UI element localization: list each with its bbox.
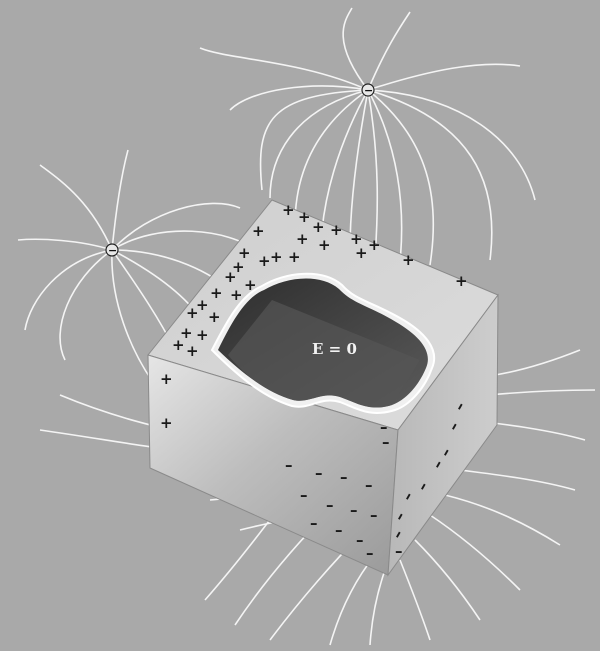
minus-charge-mark: –: [350, 501, 358, 519]
induced-positive-charges: ++++++++++++++++++++++++++++++: [160, 201, 468, 432]
plus-charge-mark: +: [368, 236, 381, 254]
plus-charge-mark: +: [298, 208, 311, 226]
minus-charge-mark: –: [335, 521, 343, 539]
plus-charge-mark: +: [160, 414, 173, 432]
plus-charge-mark: +: [312, 218, 325, 236]
minus-charge-mark: –: [366, 544, 374, 562]
plus-charge-mark: +: [180, 324, 193, 342]
point-charge-top-sign: −: [364, 84, 373, 97]
point-charge-left-sign: −: [108, 244, 117, 257]
minus-charge-mark: –: [356, 531, 364, 549]
plus-charge-mark: +: [208, 308, 221, 326]
plus-charge-mark: +: [258, 252, 271, 270]
minus-charge-mark: –: [326, 496, 334, 514]
plus-charge-mark: +: [224, 268, 237, 286]
plus-charge-mark: +: [230, 286, 243, 304]
plus-charge-mark: +: [160, 370, 173, 388]
plus-charge-mark: +: [210, 284, 223, 302]
plus-charge-mark: +: [244, 276, 257, 294]
plus-charge-mark: +: [282, 201, 295, 219]
plus-charge-mark: +: [186, 304, 199, 322]
point-charge-left: −: [105, 243, 119, 257]
minus-charge-mark: –: [370, 506, 378, 524]
plus-charge-mark: +: [455, 272, 468, 290]
plus-charge-mark: +: [288, 248, 301, 266]
minus-charge-mark: –: [310, 514, 318, 532]
plus-charge-mark: +: [355, 244, 368, 262]
point-charge-top: −: [361, 83, 375, 97]
minus-charge-mark: –: [380, 418, 388, 436]
plus-charge-mark: +: [330, 221, 343, 239]
minus-charge-mark: –: [315, 464, 323, 482]
plus-charge-mark: +: [350, 230, 363, 248]
plus-charge-mark: +: [186, 342, 199, 360]
minus-charge-mark: –: [285, 456, 293, 474]
conductor-right-face: [387, 293, 499, 577]
plus-charge-mark: +: [402, 251, 415, 269]
plus-charge-mark: +: [270, 248, 283, 266]
plus-charge-mark: +: [252, 222, 265, 240]
plus-charge-mark: +: [318, 236, 331, 254]
plus-charge-mark: +: [232, 258, 245, 276]
plus-charge-mark: +: [196, 296, 209, 314]
cavity-inner-floor: [228, 300, 420, 408]
minus-charge-mark: –: [300, 486, 308, 504]
minus-charge-mark: –: [340, 468, 348, 486]
minus-charge-mark: –: [365, 476, 373, 494]
field-zero-label: E = 0: [312, 340, 357, 358]
plus-charge-mark: +: [296, 230, 309, 248]
minus-charge-mark: –: [382, 433, 390, 451]
plus-charge-mark: +: [172, 336, 185, 354]
plus-charge-mark: +: [238, 244, 251, 262]
minus-charge-mark: –: [395, 542, 403, 560]
plus-charge-mark: +: [196, 326, 209, 344]
